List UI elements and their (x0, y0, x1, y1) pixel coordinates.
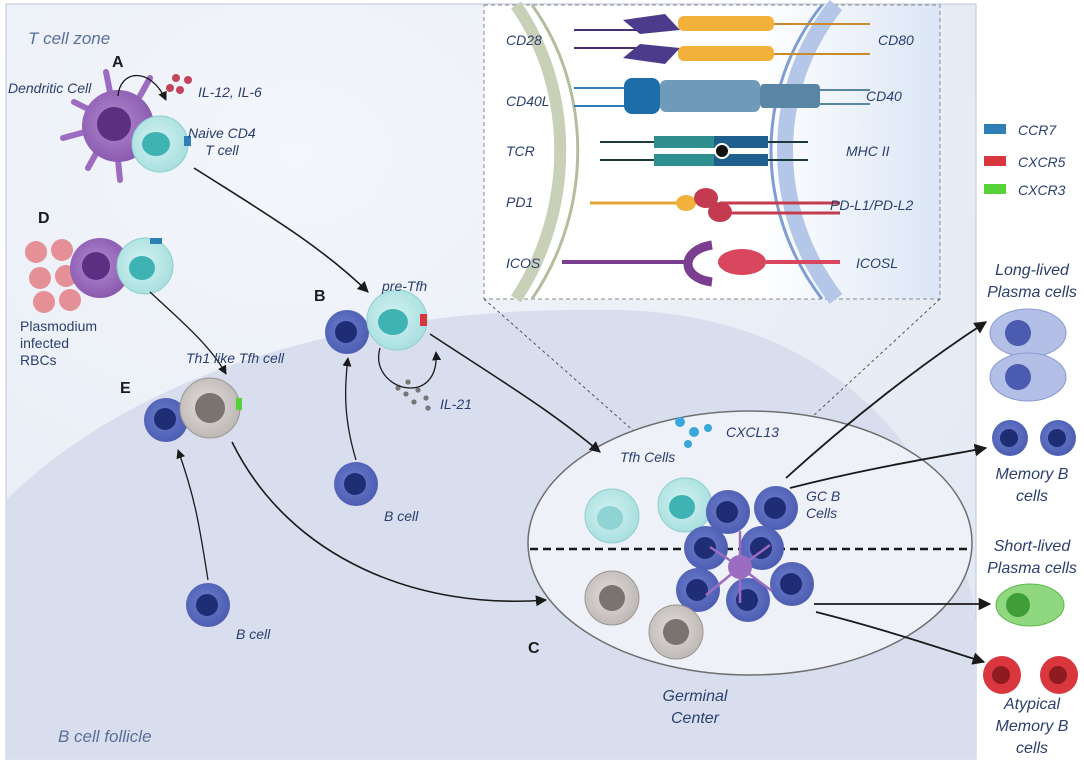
t-cell-d (116, 237, 174, 295)
tfh-cell-2 (657, 477, 713, 533)
follicular-dendritic-cell (705, 531, 773, 603)
b-cell-label-mid: B cell (384, 508, 419, 524)
pre-tfh-cell (366, 289, 428, 351)
legend-cxcr5: CXCR5 (1018, 154, 1066, 170)
b-cell-lower (186, 583, 230, 627)
synapse-left-0: CD28 (506, 32, 542, 48)
cytokine-dots-il21 (395, 379, 431, 411)
plasmodium-label: Plasmodium infected RBCs (20, 318, 98, 368)
arrow-bcell-to-pretfh (342, 357, 357, 461)
th1-like-tfh-label: Th1 like Tfh cell (186, 350, 285, 366)
germinal-center-label: Germinal Center (662, 688, 728, 727)
memory-b-label: Memory B cells (995, 466, 1069, 505)
arrow-naive-to-pretfh (193, 167, 369, 293)
atypical-label: Atypical Memory B cells (995, 696, 1069, 757)
tfh-cell-1 (584, 488, 640, 544)
panel-d-label: D (38, 210, 50, 227)
cxcl13-label: CXCL13 (726, 424, 779, 440)
synapse-inset (483, 0, 941, 304)
synapse-left-3: PD1 (506, 194, 534, 210)
dendritic-cell-d (70, 238, 130, 298)
arrow-il21-loop (378, 347, 442, 389)
pre-tfh-label: pre-Tfh (382, 278, 428, 294)
il21-label: IL-21 (440, 396, 472, 412)
synapse-right-3: PD-L1/PD-L2 (830, 197, 914, 213)
legend-cxcr3: CXCR3 (1018, 182, 1066, 198)
th1-gc-cell-1 (584, 570, 640, 626)
arrow-pretfh-to-gc (429, 333, 601, 453)
long-lived-label: Long-lived Plasma cells (987, 262, 1077, 301)
gc-b-cells-label: GC B Cells (806, 488, 841, 521)
th1-gc-cell-2 (648, 604, 704, 660)
t-cell-zone-label: T cell zone (28, 29, 111, 48)
short-lived-label: Short-lived Plasma cells (987, 538, 1077, 577)
synapse-left-4: ICOS (506, 255, 541, 271)
arrow-to-memory-b (789, 443, 988, 489)
arrow-bcell-to-e (176, 449, 209, 581)
tfh-cells-label: Tfh Cells (620, 449, 676, 465)
long-lived-plasma-cells (989, 308, 1067, 402)
dendritic-cell-label: Dendritic Cell (8, 80, 92, 96)
synapse-right-4: ICOSL (856, 255, 899, 271)
arrow-to-atypical (815, 611, 986, 665)
arrow-to-long-lived (785, 321, 988, 479)
naive-cd4-cell (131, 115, 191, 173)
ccr7-swatch (984, 124, 1006, 134)
arrow-th1-to-gc (231, 441, 548, 607)
naive-cd4-label: Naive CD4 T cell (188, 125, 256, 158)
panel-e-label: E (120, 380, 131, 397)
b-cell-e (144, 398, 188, 442)
th1-like-tfh-cell (179, 377, 242, 439)
cxcr5-swatch (984, 156, 1006, 166)
panel-b-label: B (314, 288, 326, 305)
panel-c-label: C (528, 640, 540, 657)
b-cell-b (325, 310, 369, 354)
panel-a-label: A (112, 54, 124, 71)
cxcr3-swatch (984, 184, 1006, 194)
atypical-memory-b-cells (983, 656, 1078, 694)
plasmodium-rbcs (25, 239, 81, 313)
cytokine-dots-il12 (166, 74, 192, 94)
arrow-d-to-th1 (149, 291, 227, 375)
b-cell-follicle-label: B cell follicle (58, 727, 152, 746)
memory-b-cells (992, 420, 1076, 456)
legend-ccr7: CCR7 (1018, 122, 1057, 138)
cxcl13-dots (675, 417, 712, 448)
arrow-dc-to-naive (117, 74, 167, 101)
synapse-left-2: TCR (506, 143, 535, 159)
synapse-left-1: CD40L (506, 93, 550, 109)
receptor-legend (984, 124, 1006, 194)
synapse-right-1: CD40 (866, 88, 902, 104)
synapse-right-2: MHC II (846, 143, 890, 159)
short-lived-plasma-cells (995, 583, 1065, 627)
gc-b-cells (676, 486, 814, 622)
b-cell-mid (334, 462, 378, 506)
il12-il6-label: IL-12, IL-6 (198, 84, 262, 100)
b-cell-label-lower: B cell (236, 626, 271, 642)
synapse-right-0: CD80 (878, 32, 914, 48)
